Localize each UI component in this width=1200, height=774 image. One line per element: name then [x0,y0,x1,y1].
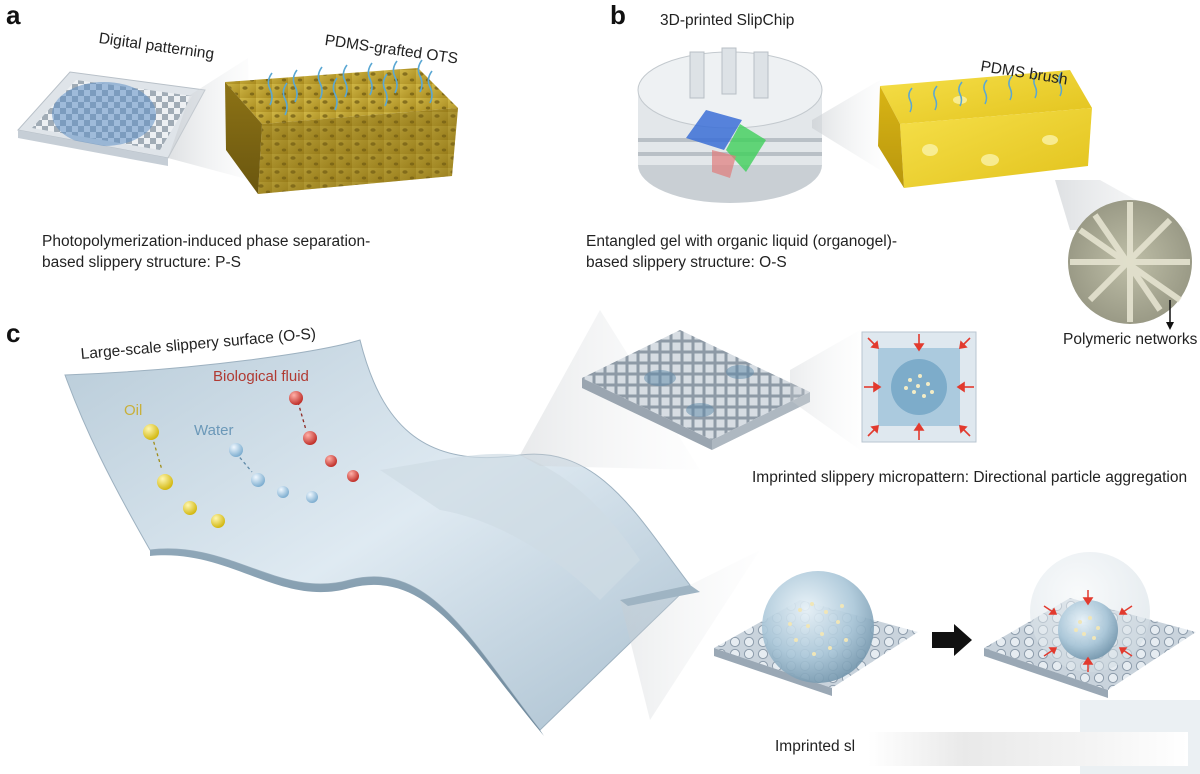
label-3d-printed-slipchip: 3D-printed SlipChip [660,12,795,29]
label-polymeric-networks: Polymeric networks [1063,331,1198,348]
panel-a-art [17,58,458,194]
label-oil: Oil [124,402,143,419]
label-imprinted-micropattern: Imprinted slippery micropattern: Directi… [752,469,1188,486]
label-water: Water [194,422,234,439]
panel-b-caption-line1: Entangled gel with organic liquid (organ… [586,233,898,250]
panel-b-art [637,47,1192,330]
panel-a-caption-line2: based slippery structure: P-S [42,254,242,271]
panel-b-caption: Entangled gel with organic liquid (organ… [586,231,897,273]
panel-c-art [64,310,1200,774]
panel-a-letter: a [6,0,21,30]
panel-a-caption-line1: Photopolymerization-induced phase separa… [42,233,371,250]
caption-fade-overlay [868,732,1188,766]
panel-b-caption-line2: based slippery structure: O-S [586,254,787,271]
panel-b-letter: b [610,0,626,30]
panel-c-letter: c [6,318,21,348]
label-imprinted-bottom: Imprinted sl [775,738,856,755]
panel-a-caption: Photopolymerization-induced phase separa… [42,231,370,273]
label-biological-fluid: Biological fluid [213,368,309,385]
